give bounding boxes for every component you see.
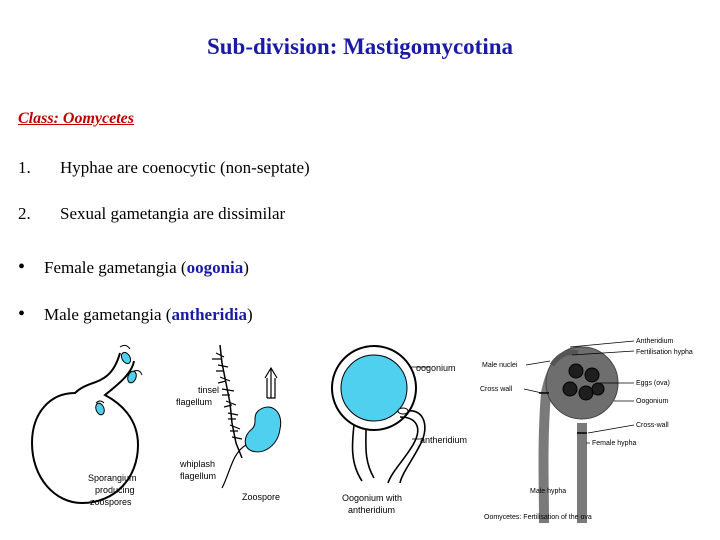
fertilisation-figure: Antheridium Fertilisation hypha Male nuc… [474, 333, 714, 528]
oosphere [340, 354, 408, 422]
bullet-suffix: ) [247, 305, 253, 324]
bullet-suffix: ) [243, 258, 249, 277]
whiplash-flagellum [221, 444, 247, 489]
item-text: Hyphae are coenocytic (non-septate) [60, 158, 310, 177]
tinsel-label-2: flagellum [176, 397, 212, 407]
antheridial-hypha [387, 410, 426, 484]
arrow-up-icon [264, 366, 278, 399]
bullet-dot: • [18, 303, 26, 325]
zoospore-label: Zoospore [242, 492, 280, 502]
oogonium-caption-1: Oogonium with [342, 493, 402, 503]
tinsel-label-1: tinsel [198, 385, 219, 395]
sporangium-figure: Sporangium producing zoospores [20, 333, 170, 523]
slide-title: Sub-division: Mastigomycotina [206, 34, 514, 59]
leader-lines [523, 340, 635, 444]
zoospore-cluster [95, 351, 137, 416]
bullet-prefix: Female gametangia ( [44, 258, 187, 277]
label-cross-wall-left: Cross wall [480, 386, 513, 393]
fertilisation-caption: Oomycetes: Fertilisation of the ova [484, 514, 592, 521]
bullet-item-female: • Female gametangia (oogonia) [18, 256, 249, 279]
antheridium-cell [397, 407, 409, 415]
zoospore-figure: tinsel flagellum whiplash flagellum Zoos… [172, 333, 312, 508]
oogonium-figure: oogonium antheridium Oogonium with anthe… [322, 333, 472, 523]
class-heading: Class: Oomycetes [18, 110, 134, 127]
whiplash-label-2: flagellum [180, 471, 216, 481]
numbered-item-2: 2. Sexual gametangia are dissimilar [18, 204, 285, 224]
label-antheridium: Antheridium [636, 338, 674, 345]
zoospore-body [244, 406, 282, 453]
label-male-hypha: Male hypha [530, 488, 566, 495]
label-male-nuclei: Male nuclei [482, 362, 518, 369]
label-fertilisation-hypha: Fertilisation hypha [636, 349, 693, 356]
label-oogonium: Oogonium [636, 398, 668, 405]
oogonium-caption-2: antheridium [348, 505, 395, 515]
label-cross-wall-right: Cross-wall [636, 422, 669, 429]
bullet-dot: • [18, 256, 26, 278]
oogonium-wall [331, 345, 417, 431]
whiplash-label-1: whiplash [179, 459, 215, 469]
eggs-cluster [562, 363, 605, 401]
numbered-item-1: 1. Hyphae are coenocytic (non-septate) [18, 158, 310, 178]
bullet-term: antheridia [171, 305, 248, 324]
oogonium-stalk [351, 424, 375, 482]
label-eggs: Eggs (ova) [636, 380, 670, 387]
sporangium-outline [30, 352, 140, 505]
item-text: Sexual gametangia are dissimilar [60, 204, 286, 223]
antheridium-label: antheridium [420, 435, 467, 445]
label-female-hypha: Female hypha [592, 440, 636, 447]
bullet-item-male: • Male gametangia (antheridia) [18, 303, 253, 326]
item-number: 1. [18, 158, 31, 177]
tinsel-flagellum [219, 344, 243, 459]
sporangium-label-1: Sporangium [88, 473, 137, 483]
bullet-term: oogonia [186, 258, 244, 277]
bullet-prefix: Male gametangia ( [44, 305, 172, 324]
sporangium-label-3: zoospores [90, 497, 132, 507]
oogonium-label: oogonium [416, 363, 456, 373]
sporangium-label-2: producing [95, 485, 135, 495]
item-number: 2. [18, 204, 31, 223]
fertilisation-tube [549, 349, 579, 367]
